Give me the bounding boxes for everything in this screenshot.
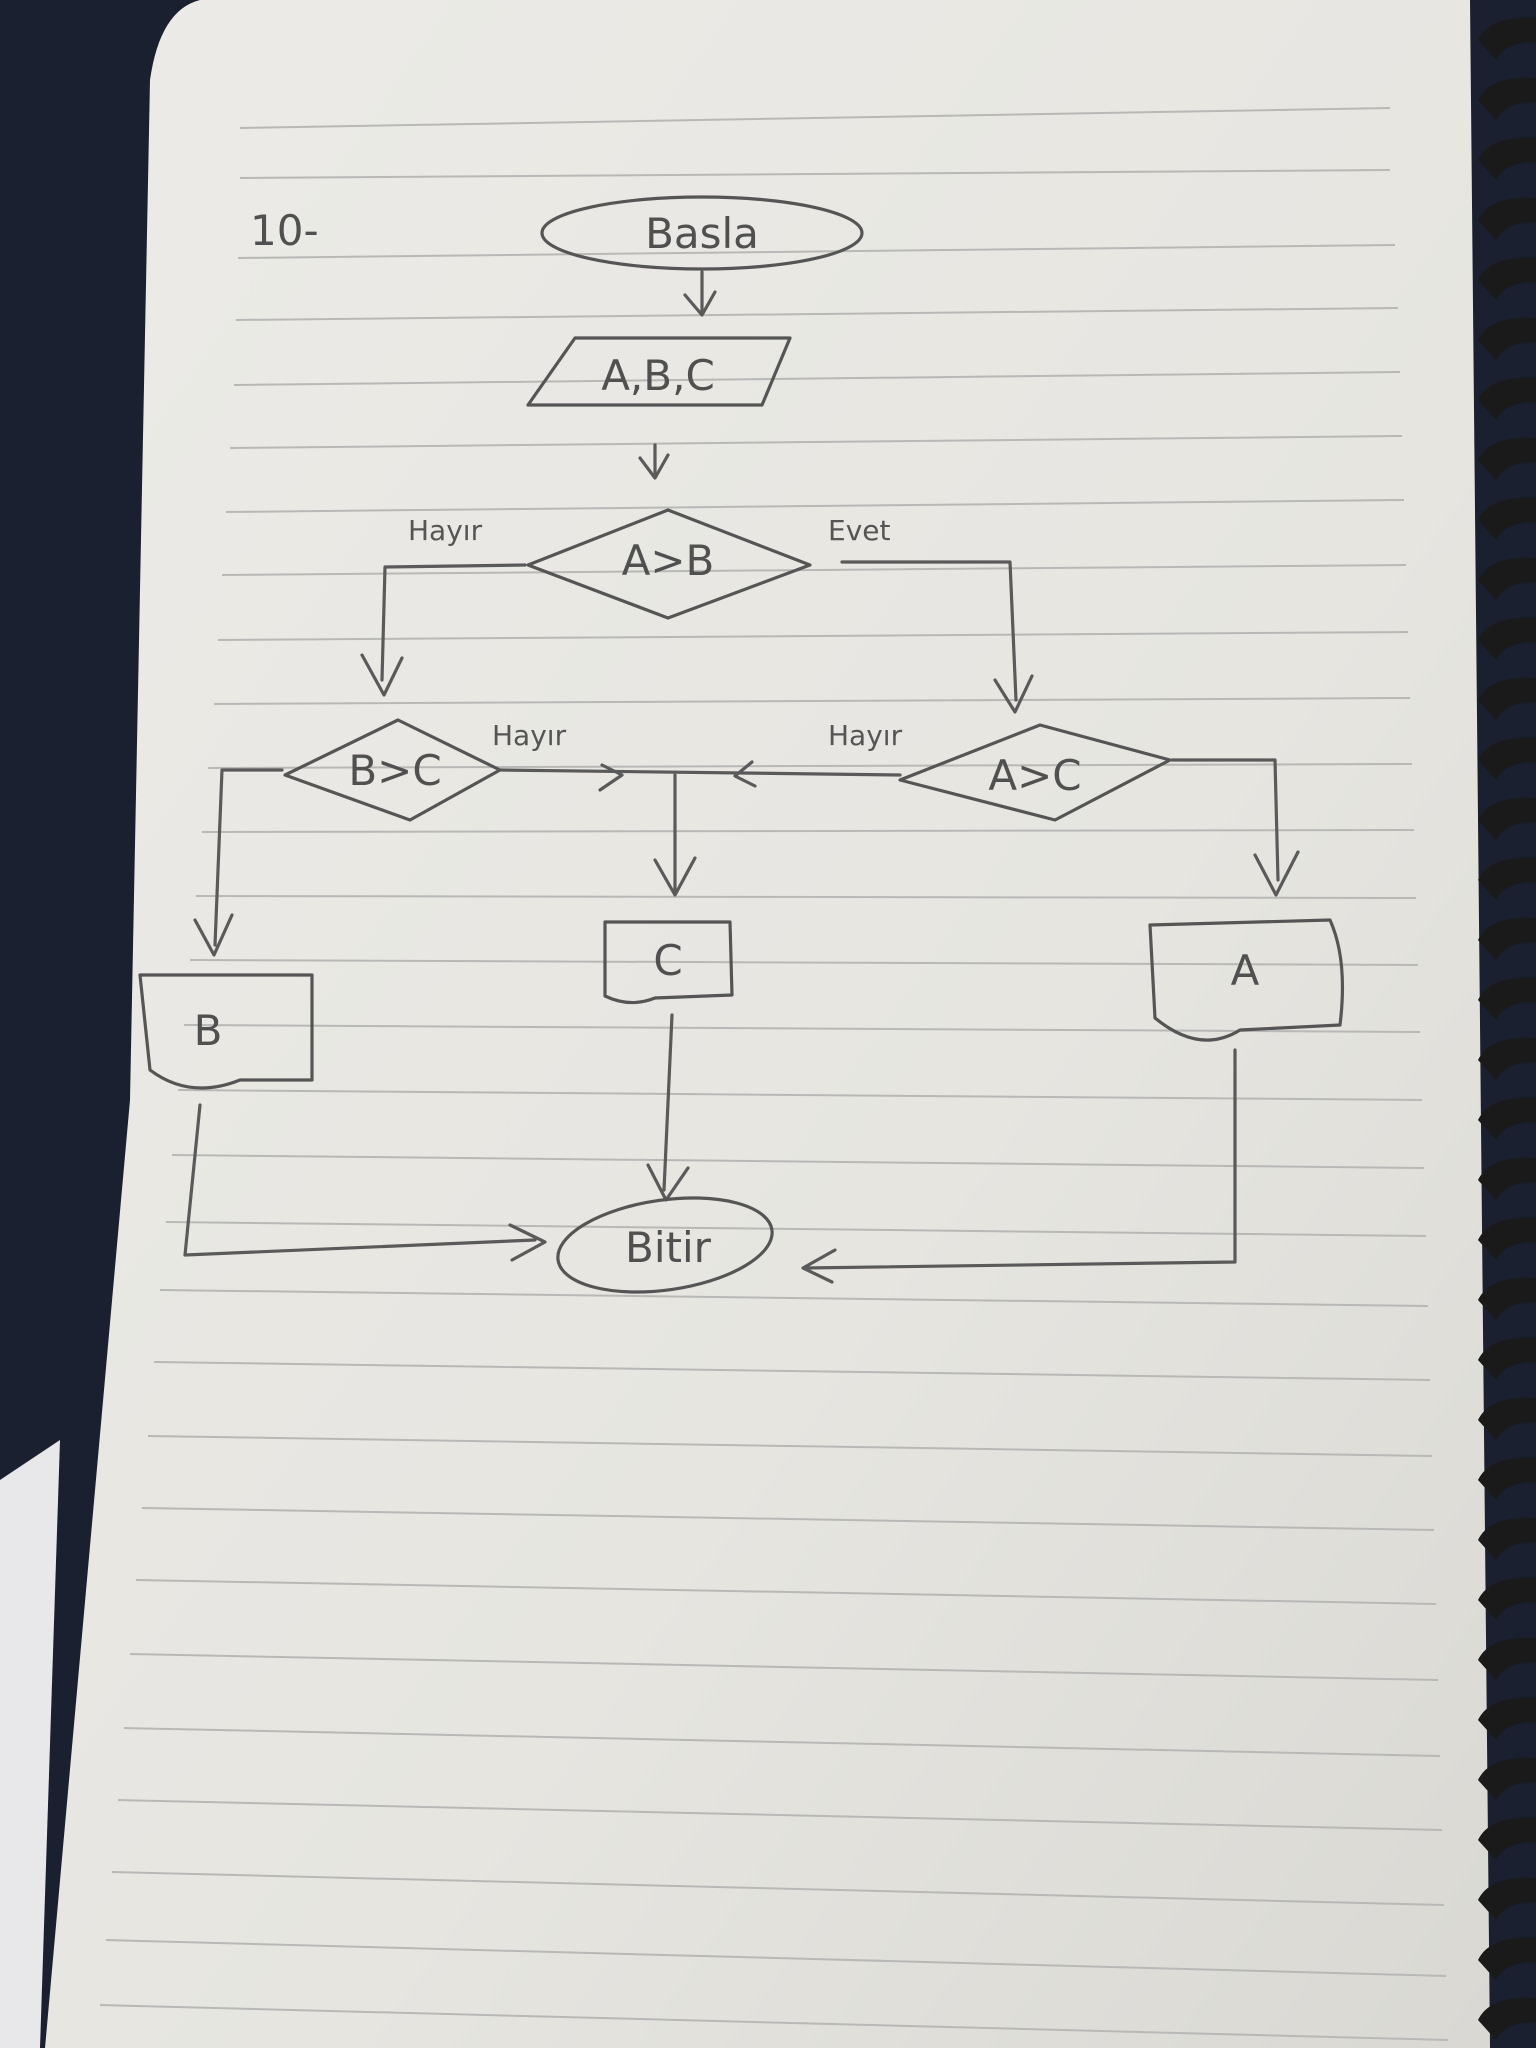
- output-a-label: A: [1231, 946, 1260, 995]
- output-c-node: C: [603, 920, 734, 1005]
- spiral-loop: [1478, 17, 1536, 60]
- spiral-loop: [1478, 437, 1536, 480]
- spiral-loop: [1478, 797, 1536, 840]
- edge-ab-no: [360, 563, 527, 697]
- spiral-loop: [1478, 1217, 1536, 1260]
- spiral-binding: [1478, 17, 1536, 2040]
- spiral-loop: [1478, 737, 1536, 780]
- spiral-loop: [1478, 917, 1536, 960]
- edge-no-merge: [498, 768, 902, 777]
- end-label: Bitir: [625, 1223, 712, 1272]
- input-label: A,B,C: [601, 351, 715, 400]
- edge-ab-yes: [840, 560, 1034, 714]
- spiral-loop: [1478, 1817, 1536, 1860]
- notebook-page: [45, 0, 1490, 2048]
- spiral-loop: [1478, 1997, 1536, 2040]
- output-a-node: A: [1148, 918, 1345, 1042]
- spiral-loop: [1478, 557, 1536, 600]
- start-node: Basla: [540, 195, 864, 271]
- spiral-loop: [1478, 1337, 1536, 1380]
- spiral-loop: [1478, 497, 1536, 540]
- arrow-input-decision: [638, 443, 670, 480]
- decision-bc-label: B>C: [348, 746, 441, 795]
- spiral-loop: [1478, 1757, 1536, 1800]
- edge-ab-yes-label: Evet: [828, 514, 890, 547]
- spiral-loop: [1478, 137, 1536, 180]
- spiral-loop: [1478, 1457, 1536, 1500]
- end-node: Bitir: [556, 1196, 774, 1294]
- spiral-loop: [1478, 1877, 1536, 1920]
- edge-bc-yes: [193, 768, 284, 957]
- spiral-loop: [1478, 1157, 1536, 1200]
- spiral-loop: [1478, 1037, 1536, 1080]
- spiral-loop: [1478, 1517, 1536, 1560]
- spiral-loop: [1478, 857, 1536, 900]
- decision-ab-label: A>B: [622, 536, 715, 585]
- problem-number: 10-: [250, 206, 319, 255]
- white-cloth: [0, 1440, 60, 2048]
- spiral-loop: [1478, 617, 1536, 660]
- edge-bc-no-label: Hayır: [492, 719, 567, 752]
- output-b-node: B: [138, 973, 314, 1090]
- spiral-loop: [1478, 197, 1536, 240]
- output-b-label: B: [194, 1006, 223, 1055]
- spiral-loop: [1478, 1097, 1536, 1140]
- start-label: Basla: [645, 209, 759, 258]
- input-node: A,B,C: [526, 336, 792, 407]
- ruled-lines: [99, 107, 1449, 2041]
- spiral-loop: [1478, 1937, 1536, 1980]
- edge-ab-no-label: Hayır: [408, 514, 483, 547]
- spiral-loop: [1478, 257, 1536, 300]
- spiral-loop: [1478, 77, 1536, 120]
- edge-to-output-c: [653, 773, 697, 897]
- spiral-loop: [1478, 317, 1536, 360]
- edge-b-end: [183, 1103, 547, 1262]
- edge-ac-no-label: Hayır: [828, 719, 903, 752]
- decision-ab: A>B: [526, 508, 812, 620]
- arrow-start-input: [683, 270, 717, 317]
- spiral-loop: [1478, 1397, 1536, 1440]
- decision-ac: A>C: [898, 723, 1172, 822]
- arrowhead-ac-no: [733, 760, 757, 788]
- decision-ac-label: A>C: [988, 751, 1081, 800]
- arrowhead-bc-no: [598, 763, 624, 792]
- edge-ac-yes: [1170, 758, 1300, 897]
- spiral-loop: [1478, 677, 1536, 720]
- spiral-loop: [1478, 1577, 1536, 1620]
- edge-a-end: [801, 1048, 1237, 1284]
- output-c-label: C: [653, 936, 682, 985]
- spiral-loop: [1478, 1697, 1536, 1740]
- spiral-loop: [1478, 377, 1536, 420]
- spiral-loop: [1478, 1637, 1536, 1680]
- spiral-loop: [1478, 1277, 1536, 1320]
- spiral-loop: [1478, 977, 1536, 1020]
